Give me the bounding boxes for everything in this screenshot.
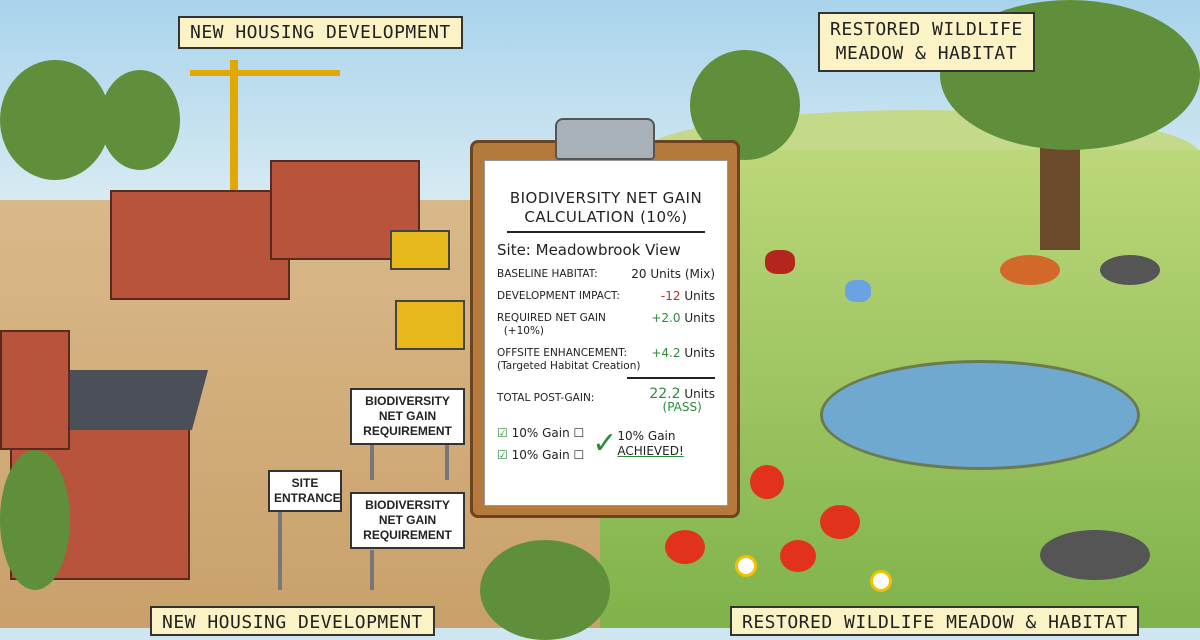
- label-new-housing-bottom: NEW HOUSING DEVELOPMENT: [150, 606, 435, 636]
- row-value-unit: Units: [684, 311, 715, 325]
- checklist: ☑ 10% Gain ☐ ☑ 10% Gain ☐ ✓ 10% Gain ACH…: [497, 422, 715, 466]
- sheet-title: BIODIVERSITY NET GAIN CALCULATION (10%): [507, 171, 705, 233]
- row-label: TOTAL POST-GAIN:: [497, 392, 595, 404]
- row-sublabel: (Targeted Habitat Creation): [497, 360, 641, 372]
- excavator: [390, 230, 450, 270]
- row-value-number: +2.0: [651, 311, 681, 325]
- checkmark-icon: ☑: [497, 426, 508, 440]
- total-status: (PASS): [662, 400, 702, 414]
- crane: [230, 60, 238, 210]
- total-unit: Units: [684, 387, 715, 401]
- label-new-housing: NEW HOUSING DEVELOPMENT: [178, 16, 463, 49]
- checkmark-icon: ☑: [497, 448, 508, 462]
- sign-bng-requirement: BIODIVERSITY NET GAIN REQUIREMENT: [350, 492, 465, 549]
- empty-checkbox-icon: ☐: [573, 448, 585, 462]
- tree: [100, 70, 180, 170]
- label-restored-meadow-bottom: RESTORED WILDLIFE MEADOW & HABITAT: [730, 606, 1140, 636]
- sign-post: [445, 445, 449, 480]
- row-value-number: -12: [660, 289, 681, 303]
- sign-bng-requirement: BIODIVERSITY NET GAIN REQUIREMENT: [350, 388, 465, 445]
- row-total: TOTAL POST-GAIN: 22.2 Units(PASS): [497, 386, 715, 414]
- row-required: REQUIRED NET GAIN (+10%) +2.0 Units: [497, 312, 715, 338]
- label-restored-meadow: RESTORED WILDLIFE MEADOW & HABITAT: [818, 12, 1035, 72]
- clipboard-clip: [555, 118, 655, 160]
- checkbox-label: 10% Gain: [511, 426, 570, 440]
- row-value-unit: Units: [684, 346, 715, 360]
- fox: [1000, 255, 1060, 285]
- checkbox-label: 10% Gain: [511, 448, 570, 462]
- title-line: CALCULATION (10%): [524, 208, 688, 226]
- poppy: [820, 505, 860, 539]
- butterfly: [845, 280, 871, 302]
- achieved-line: ACHIEVED!: [617, 444, 684, 458]
- label-line: MEADOW & HABITAT: [835, 43, 1018, 64]
- sign-post: [278, 510, 282, 590]
- row-value-unit: Units: [684, 289, 715, 303]
- shrub: [480, 540, 610, 640]
- calculation-sheet: BIODIVERSITY NET GAIN CALCULATION (10%) …: [484, 160, 728, 506]
- badger: [1100, 255, 1160, 285]
- checkbox-item: ☑ 10% Gain ☐: [497, 422, 584, 444]
- crane-jib: [190, 70, 340, 76]
- row-label: REQUIRED NET GAIN: [497, 312, 606, 324]
- total-divider: [627, 377, 715, 379]
- butterfly: [765, 250, 795, 274]
- excavator: [395, 300, 465, 350]
- row-label: BASELINE HABITAT:: [497, 268, 598, 280]
- poppy: [750, 465, 784, 499]
- row-impact: DEVELOPMENT IMPACT: -12 Units: [497, 290, 715, 303]
- row-label: DEVELOPMENT IMPACT:: [497, 290, 620, 302]
- poppy: [780, 540, 816, 572]
- poppy: [665, 530, 705, 564]
- pond: [820, 360, 1140, 470]
- big-checkmark-icon: ✓: [592, 426, 618, 461]
- daisy: [735, 555, 757, 577]
- tree: [0, 60, 110, 180]
- total-number: 22.2: [649, 386, 681, 402]
- row-sublabel: (+10%): [503, 325, 545, 337]
- label-line: RESTORED WILDLIFE: [830, 19, 1023, 40]
- empty-checkbox-icon: ☐: [573, 426, 585, 440]
- sign-post: [370, 445, 374, 480]
- row-baseline: BASELINE HABITAT: 20 Units (Mix): [497, 268, 715, 281]
- daisy: [870, 570, 892, 592]
- finished-house: [0, 330, 70, 450]
- row-value: 20 Units (Mix): [631, 267, 715, 281]
- tree: [0, 450, 70, 590]
- row-label: OFFSITE ENHANCEMENT:: [497, 347, 628, 359]
- sign-post: [370, 550, 374, 590]
- site-name: Site: Meadowbrook View: [497, 241, 681, 259]
- house-under-construction: [110, 190, 290, 300]
- achieved-note: 10% Gain ACHIEVED!: [617, 429, 683, 459]
- sign-site-entrance: SITE ENTRANCE: [268, 470, 342, 512]
- row-value-number: +4.2: [651, 346, 681, 360]
- achieved-line: 10% Gain: [617, 429, 676, 443]
- badger: [1040, 530, 1150, 580]
- checkbox-item: ☑ 10% Gain ☐: [497, 444, 584, 466]
- row-offsite: OFFSITE ENHANCEMENT:(Targeted Habitat Cr…: [497, 347, 715, 373]
- title-line: BIODIVERSITY NET GAIN: [509, 189, 703, 207]
